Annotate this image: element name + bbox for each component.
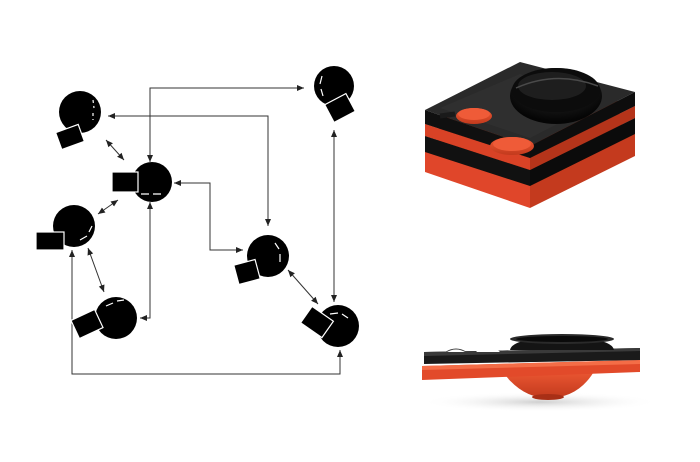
connection-1-3 — [105, 139, 125, 161]
diagram-node-3 — [111, 162, 172, 202]
tray-side-photo — [420, 334, 660, 412]
connection-4-7 — [69, 250, 343, 375]
connections — [69, 85, 343, 375]
connection-3-4 — [97, 199, 119, 215]
connection-4-5 — [87, 247, 105, 293]
diagram-node-7 — [299, 305, 359, 347]
diagram-node-6 — [233, 235, 289, 286]
diagram-node-1 — [54, 91, 101, 151]
diagram-node-8 — [314, 66, 357, 124]
connection-1-6 — [108, 113, 271, 226]
connection-5-3 — [140, 202, 153, 321]
diagram-node-5 — [70, 297, 137, 340]
connection-3-6 — [174, 180, 243, 253]
flow-diagram — [35, 66, 359, 375]
diagram-node-4 — [35, 205, 95, 251]
connection-6-7 — [287, 269, 319, 305]
connection-3-8 — [147, 85, 304, 162]
tray-stack-photo — [425, 62, 635, 208]
